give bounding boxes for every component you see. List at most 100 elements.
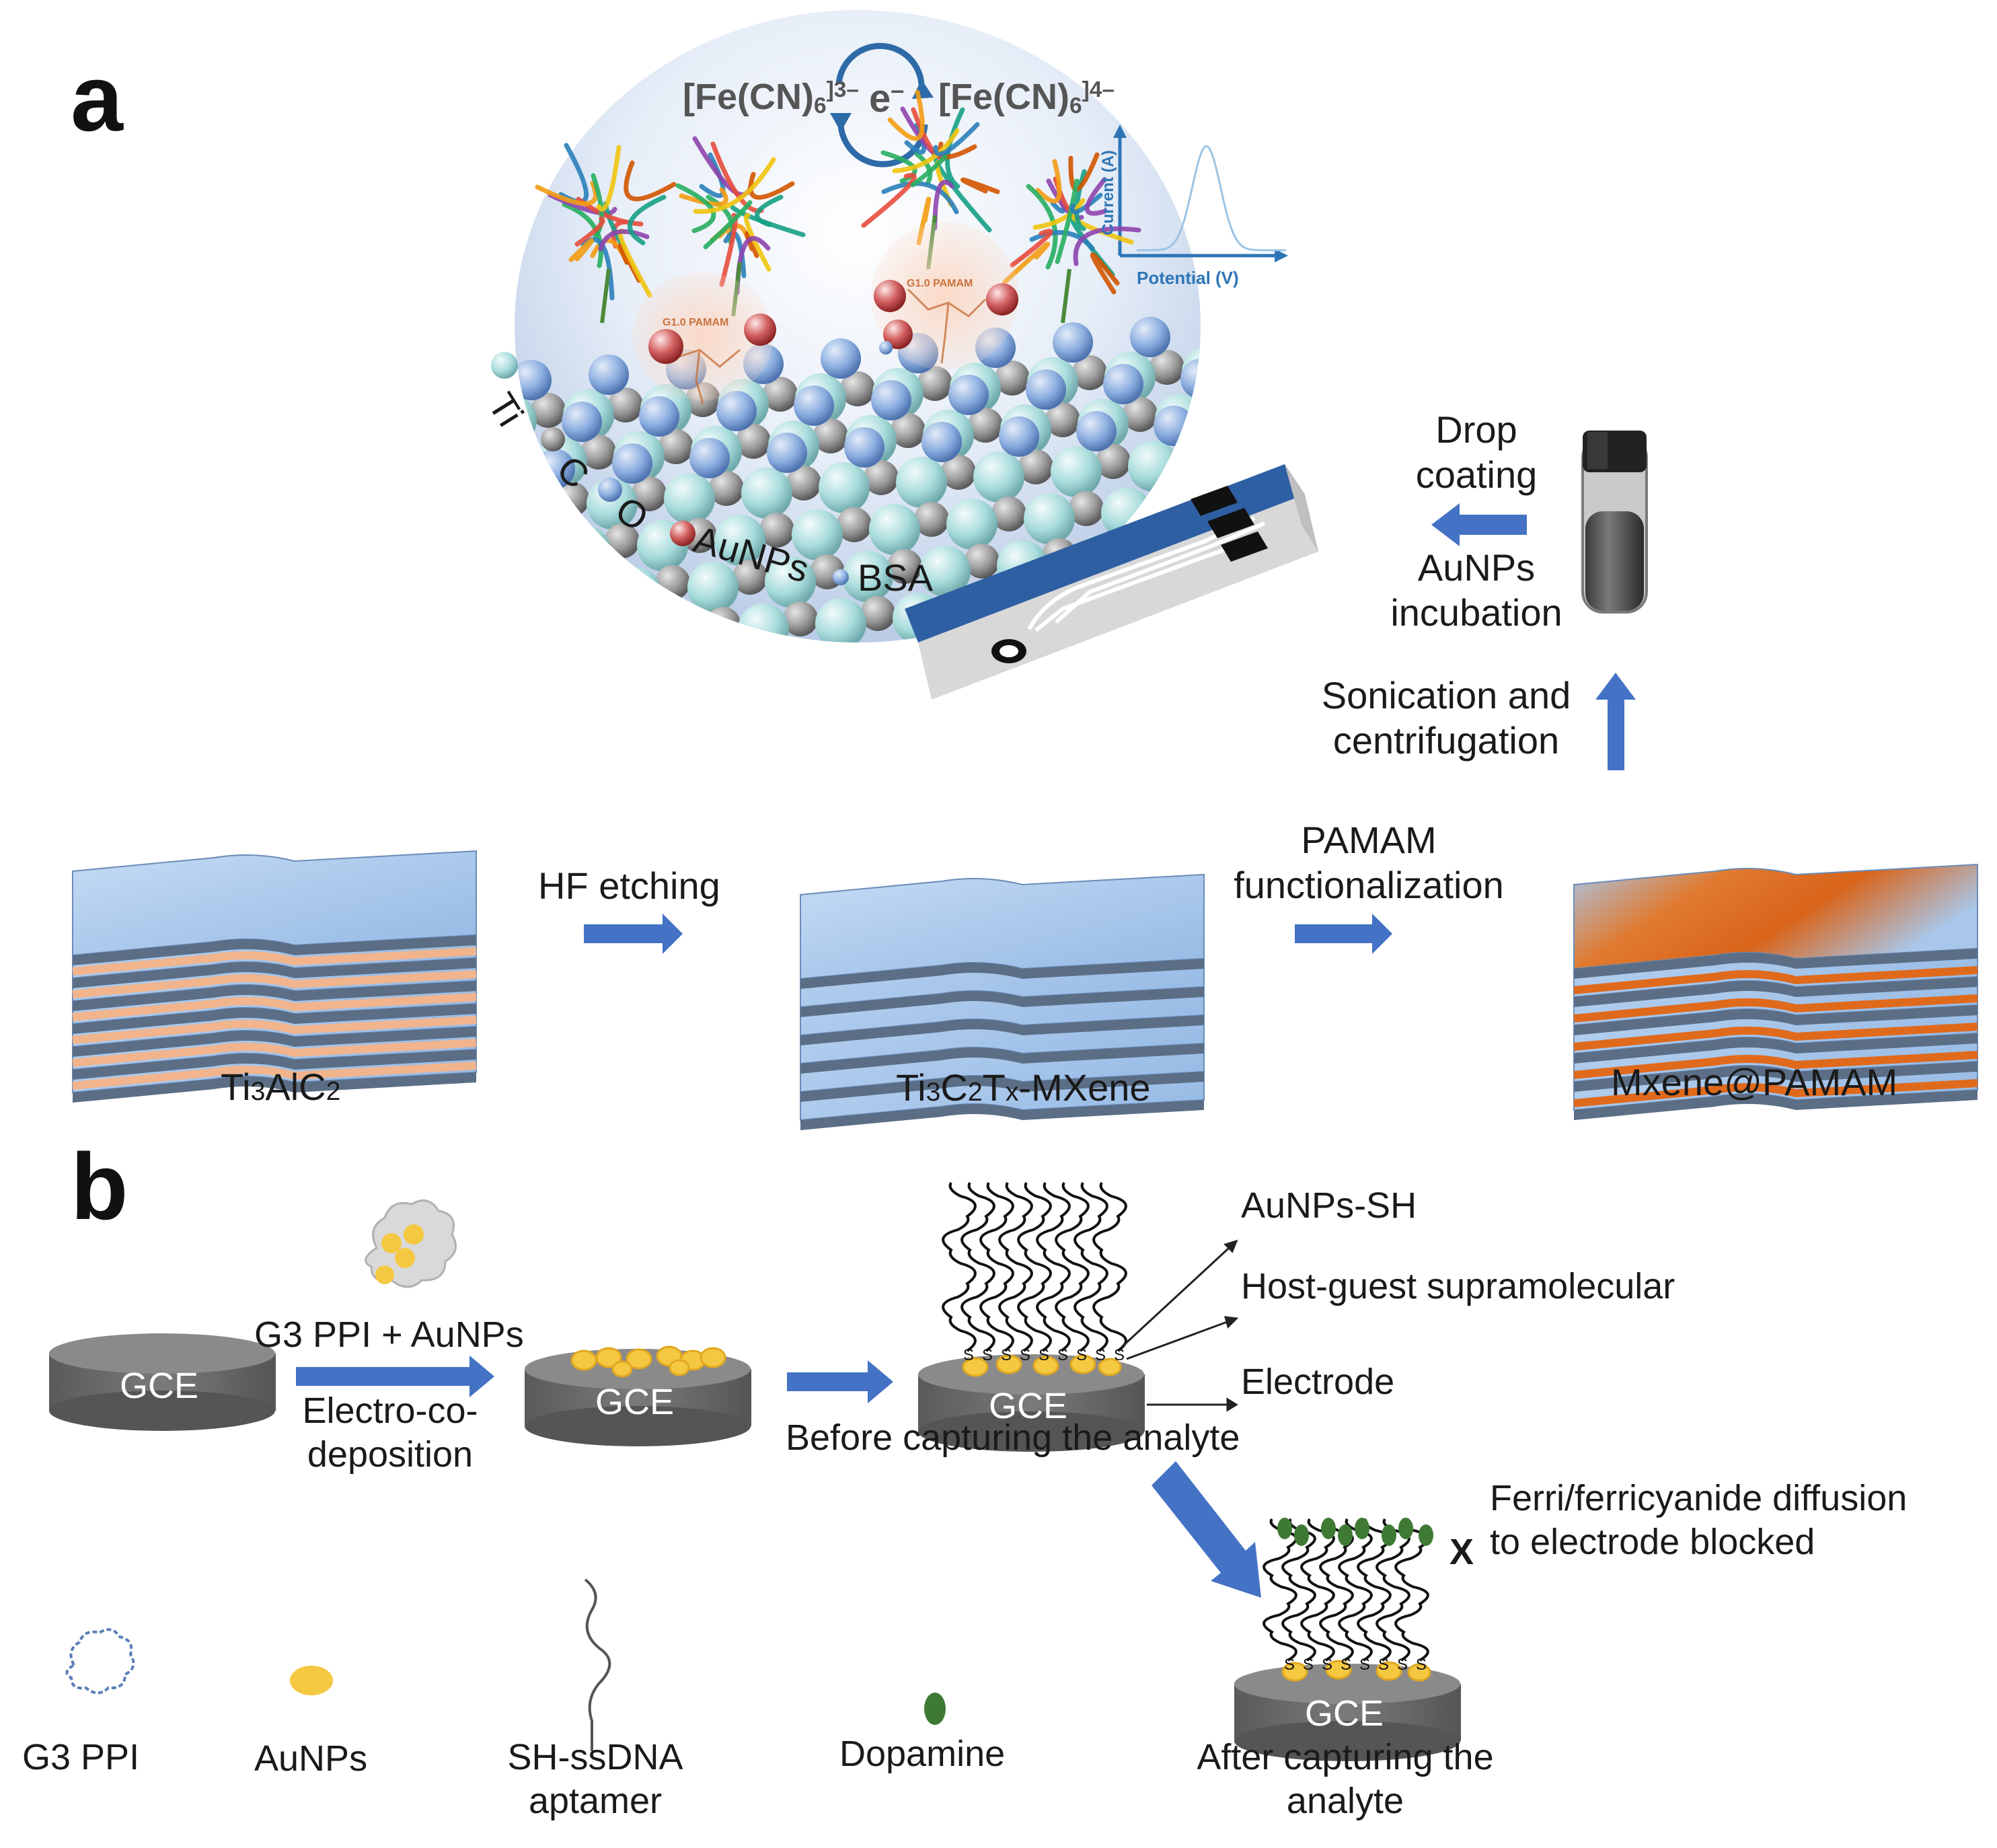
carbon-atom — [860, 596, 895, 631]
gce-electrode-2 — [525, 1345, 751, 1446]
dopamine-molecule — [1338, 1524, 1353, 1546]
o-legend-sphere — [598, 478, 622, 502]
o-atom — [612, 443, 652, 484]
g3ppi-legend-icon — [65, 1628, 135, 1695]
peak-curve — [1137, 145, 1286, 252]
inset-cv-plot — [1113, 124, 1288, 262]
thiol-label: S — [982, 1346, 993, 1364]
stack-edge — [1574, 1062, 1977, 1092]
stack-edge — [73, 981, 476, 1011]
gce-label-4: GCE — [1305, 1693, 1384, 1734]
incubation-line1: AuNPs — [1417, 546, 1536, 589]
gce-electrode-4 — [1234, 1660, 1461, 1761]
carbon-atom — [1072, 355, 1107, 390]
o-atom — [716, 391, 757, 431]
carbon-atom — [840, 371, 875, 406]
mat2-s3: x — [1005, 1078, 1019, 1107]
o-atom — [1076, 411, 1117, 451]
electron-label: e– — [869, 75, 904, 122]
stack-stripe — [1573, 1079, 1978, 1107]
thiol-label: S — [1303, 1656, 1314, 1674]
step2-arrow — [787, 1360, 893, 1403]
thiol-label: S — [1341, 1656, 1351, 1674]
mat1-a: Ti — [221, 1066, 251, 1108]
legend-g3ppi-label: G3 PPI — [22, 1737, 140, 1777]
aptamer-strand — [1055, 1181, 1090, 1352]
aptamer-strand — [1338, 1518, 1373, 1662]
thiol-label: S — [1039, 1346, 1049, 1364]
stack-stripe — [72, 1062, 477, 1090]
carbon-atom — [527, 529, 562, 564]
ti-atom — [792, 509, 843, 560]
redox-left-sub: 6 — [813, 94, 827, 119]
stack-edge — [1574, 1033, 1977, 1064]
ti-atom — [973, 451, 1024, 503]
drop-coating-label: Drop coating — [1389, 407, 1564, 497]
o-atom — [999, 416, 1039, 457]
stack-edge — [73, 1004, 476, 1034]
carbon-atom — [396, 628, 431, 663]
mat1-s1: 3 — [250, 1077, 266, 1106]
stack-stripe — [72, 1039, 477, 1067]
mxene-pamam-label: Mxene@PAMAM — [1611, 1061, 1898, 1103]
ti-atom — [1128, 441, 1179, 492]
carbon-atom — [658, 429, 693, 464]
carbon-atom — [968, 408, 1003, 443]
stack-edge — [800, 1100, 1204, 1130]
gce-electrode-1 — [49, 1333, 276, 1431]
aunp-sphere — [986, 283, 1018, 316]
carbon-atom — [531, 393, 566, 428]
dopamine-molecule — [1321, 1518, 1336, 1539]
o-atom — [589, 355, 629, 395]
aunps-sh-on-gce-after — [1281, 1660, 1431, 1682]
electron-charge: – — [891, 76, 905, 104]
carbon-atom — [1069, 491, 1104, 526]
aptamer-strand — [1319, 1518, 1354, 1662]
ti-atom — [459, 442, 510, 493]
aunps-incubation-label: AuNPs incubation — [1376, 545, 1577, 635]
dopamine-molecule — [1382, 1524, 1396, 1546]
redox-left-base: [Fe(CN) — [683, 77, 814, 117]
thiol-label: S — [1322, 1656, 1332, 1674]
stack-stripe — [1573, 1051, 1978, 1079]
aunps-on-gce — [570, 1345, 726, 1378]
o-atom — [562, 402, 602, 442]
thiol-label: S — [1397, 1656, 1408, 1674]
stack-edge — [73, 958, 476, 988]
sonication-line2: centrifugation — [1332, 719, 1560, 762]
blocked-line1: Ferri/ferricyanide diffusion — [1490, 1478, 1908, 1518]
ti-legend-sphere — [491, 352, 518, 379]
aptamer-protein — [1002, 152, 1141, 324]
gce-label-3: GCE — [989, 1386, 1068, 1426]
stack-edge — [800, 1043, 1204, 1074]
pamam-label-1: G1.0 PAMAM — [663, 317, 729, 328]
dopamine-molecule — [1419, 1524, 1433, 1546]
panel-label-b: b — [71, 1134, 128, 1239]
aptamer-line2: aptamer — [528, 1780, 663, 1821]
stack-stripe — [72, 1016, 477, 1044]
ti-atom — [378, 583, 429, 634]
gce-electrode-3 — [918, 1354, 1145, 1452]
stack-stripe — [72, 947, 477, 975]
ti-atom — [515, 484, 560, 535]
atom-legend-spheres — [491, 352, 849, 585]
carbon-atom — [736, 424, 771, 459]
aunp-sphere — [883, 320, 913, 349]
pamam-line1: PAMAM — [1301, 819, 1437, 861]
aptamer-strand — [1263, 1518, 1297, 1662]
thiol-label: S — [1057, 1346, 1068, 1364]
carbon-atom — [1173, 439, 1201, 474]
dopamine-molecule — [1355, 1518, 1369, 1539]
redox-right-sup: ]4– — [1082, 77, 1115, 102]
carbon-atom — [706, 607, 741, 642]
ti-atom — [661, 609, 712, 642]
captured-dopamine — [1277, 1518, 1433, 1546]
ti-atom — [533, 572, 584, 624]
ti-atom — [741, 468, 792, 519]
carbon-atom — [965, 544, 1000, 579]
o-atom — [767, 433, 807, 473]
legend-aunps-label: AuNPs — [254, 1738, 368, 1779]
carbon-atom — [1123, 397, 1158, 432]
